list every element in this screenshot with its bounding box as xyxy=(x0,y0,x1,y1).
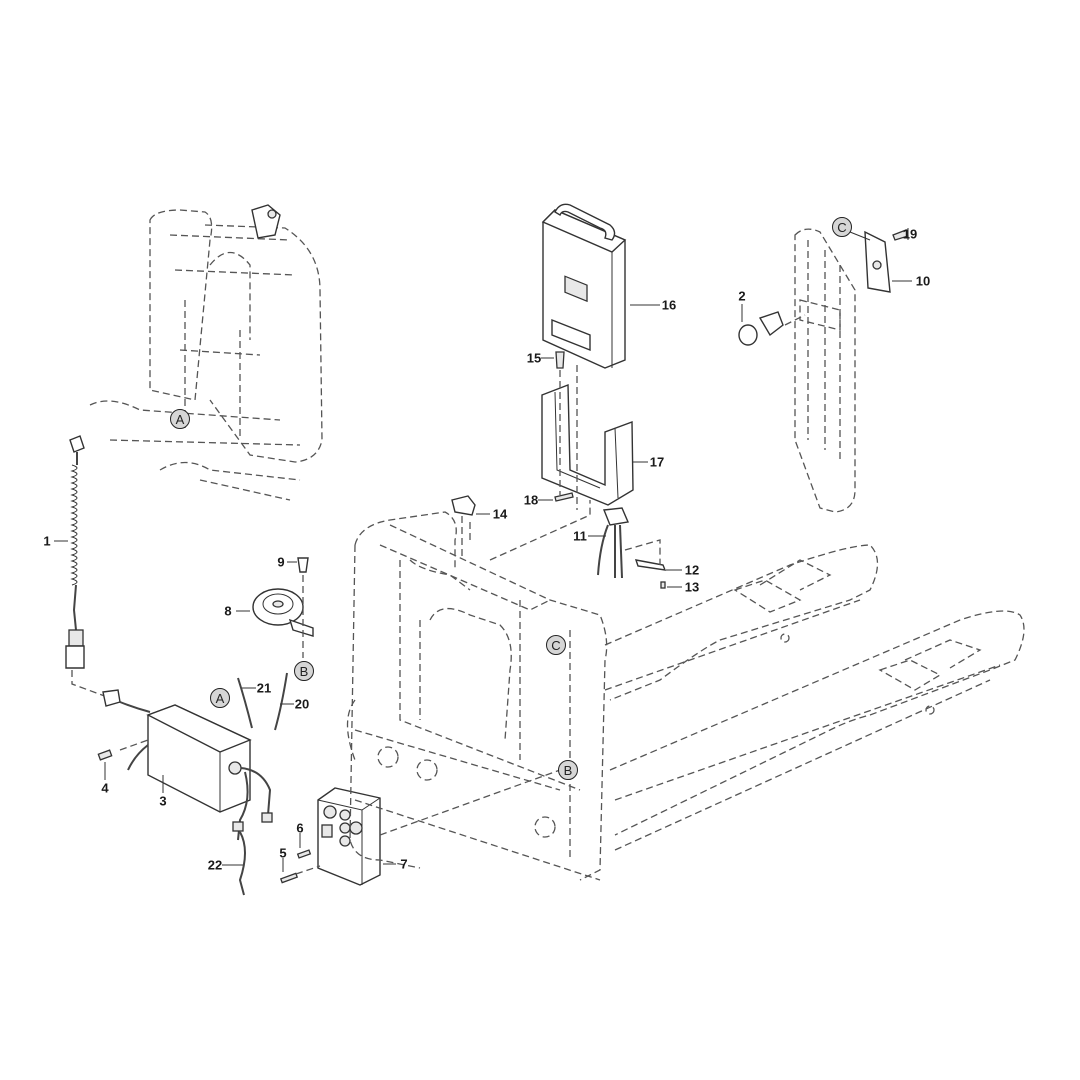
battery-holder-part-17 xyxy=(538,351,648,510)
reference-marker-c-plate: C xyxy=(832,217,852,237)
part-label-16: 16 xyxy=(661,297,677,313)
part-label-1: 1 xyxy=(43,533,51,549)
reference-marker-a-top: A xyxy=(170,409,190,429)
part-label-15: 15 xyxy=(526,350,542,366)
part-label-22: 22 xyxy=(207,857,223,873)
part-label-12: 12 xyxy=(684,562,700,578)
forks-phantom xyxy=(604,544,1025,851)
part-label-17: 17 xyxy=(649,454,665,470)
reference-marker-b-horn: B xyxy=(294,661,314,681)
connector-parts-11-14 xyxy=(451,495,682,589)
charger-part-3 xyxy=(97,704,273,841)
part-label-13: 13 xyxy=(684,579,700,595)
part-label-7: 7 xyxy=(400,856,408,872)
part-label-18: 18 xyxy=(523,492,539,508)
horn-part-8 xyxy=(236,557,314,658)
part-label-10: 10 xyxy=(915,273,931,289)
part-label-19: 19 xyxy=(902,226,918,242)
cables-20-21-22 xyxy=(222,672,294,896)
part-label-14: 14 xyxy=(492,506,508,522)
battery-pack-part-16 xyxy=(541,203,660,369)
part-label-4: 4 xyxy=(101,780,109,796)
coiled-cord-part-1 xyxy=(54,435,151,713)
reference-marker-a-charger: A xyxy=(210,688,230,708)
reference-marker-b-frame: B xyxy=(558,760,578,780)
reference-marker-c-frame: C xyxy=(546,635,566,655)
part-label-2: 2 xyxy=(738,288,746,304)
part-label-5: 5 xyxy=(279,845,287,861)
part-label-20: 20 xyxy=(294,696,310,712)
part-label-21: 21 xyxy=(256,680,272,696)
controller-part-7 xyxy=(279,769,561,886)
part-label-6: 6 xyxy=(296,820,304,836)
main-frame-phantom xyxy=(346,500,608,881)
part-label-3: 3 xyxy=(159,793,167,809)
part-label-8: 8 xyxy=(224,603,232,619)
part-label-11: 11 xyxy=(573,528,587,544)
part-label-9: 9 xyxy=(277,554,285,570)
handle-assembly-phantom xyxy=(89,204,323,501)
handle-arm-phantom xyxy=(738,228,912,513)
